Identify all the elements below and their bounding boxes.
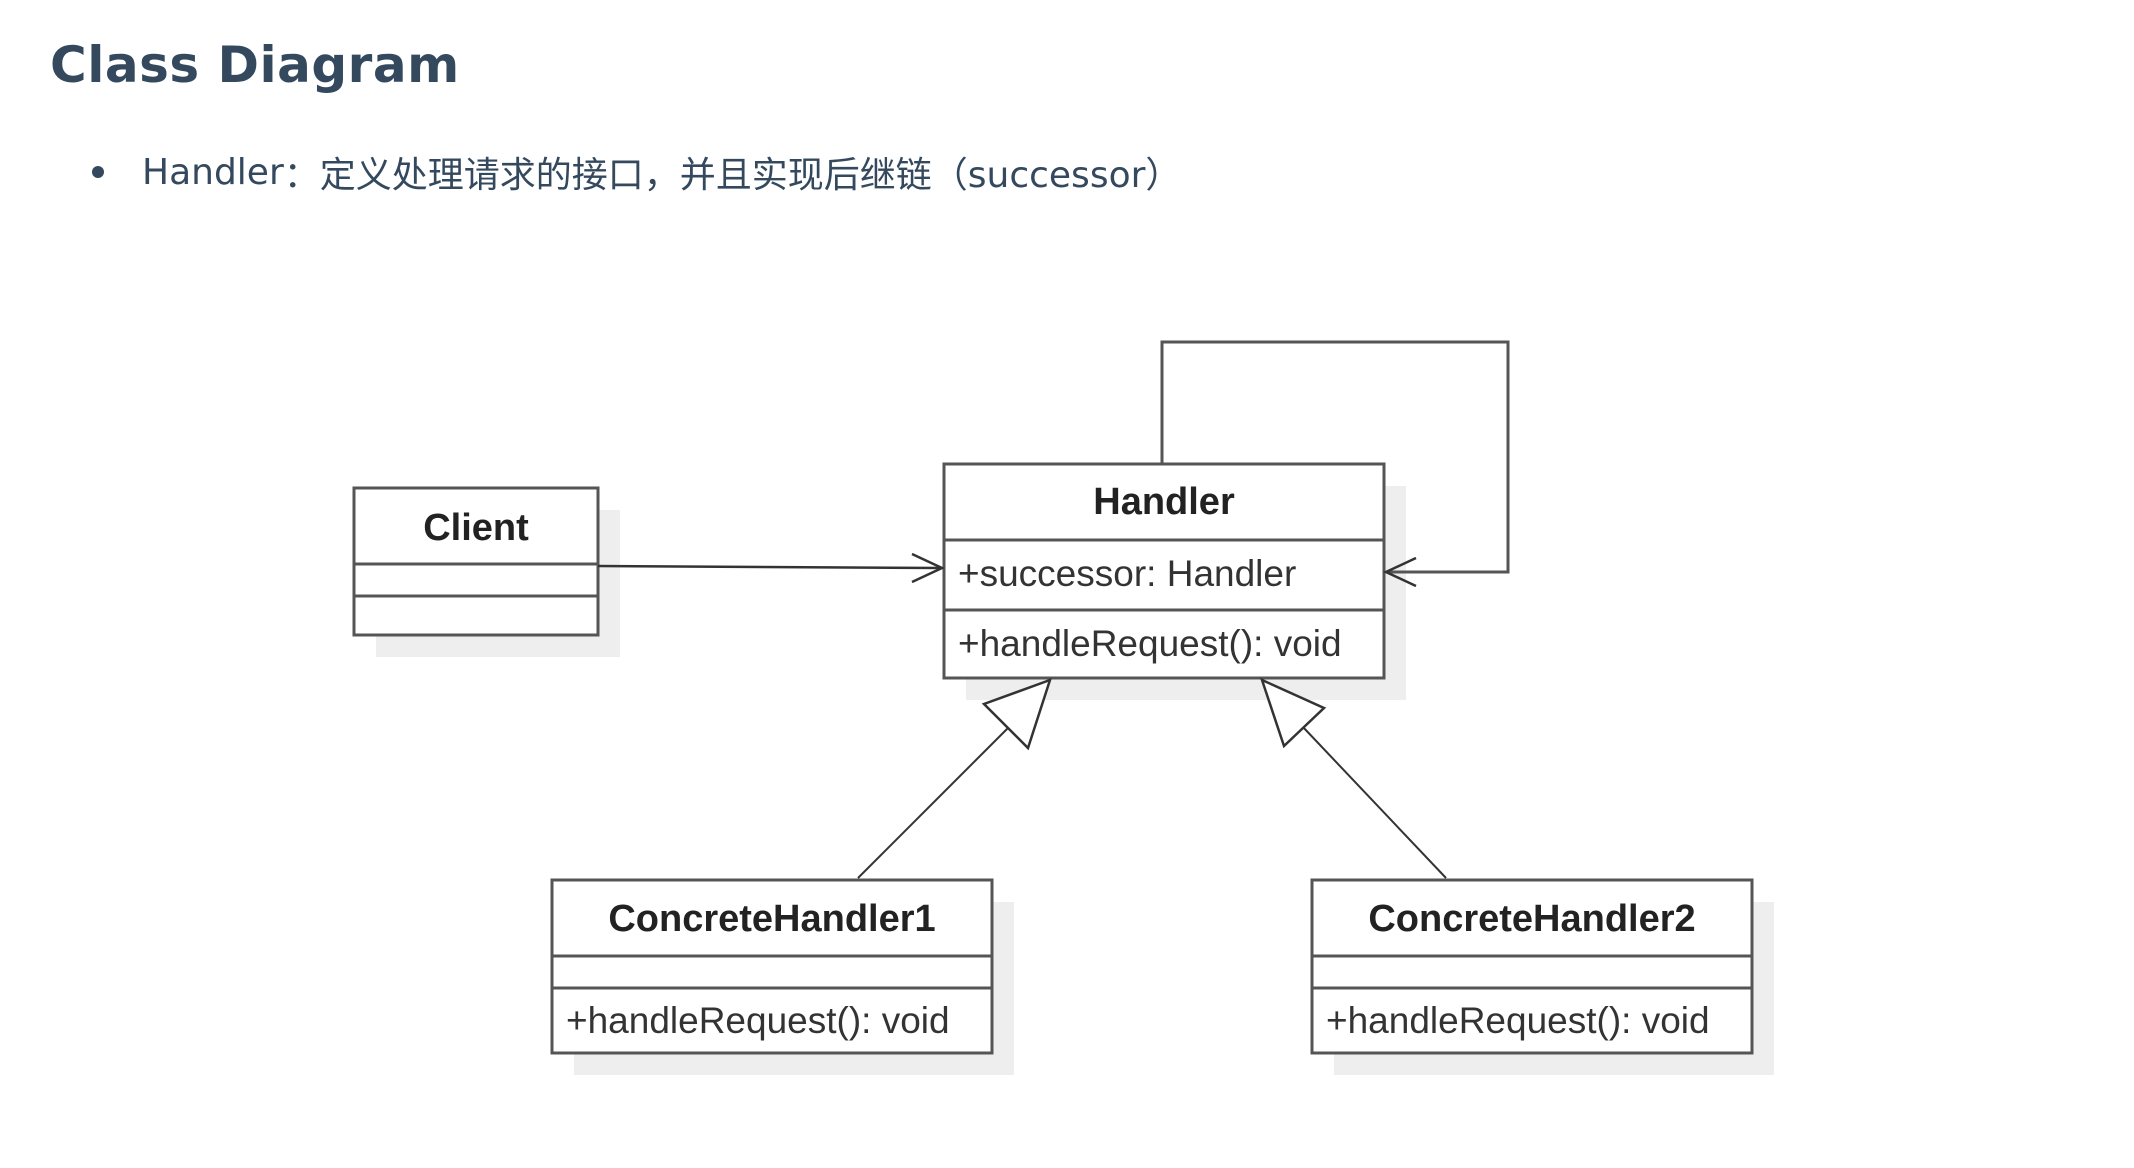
generalization-concrete-2-line	[1301, 725, 1447, 879]
generalization-concrete-2	[1259, 677, 1447, 879]
page-title: Class Diagram	[50, 36, 460, 94]
class-concrete-handler-1-name: ConcreteHandler1	[608, 898, 935, 940]
class-handler: Handler +successor: Handler +handleReque…	[942, 462, 1406, 700]
association-client-handler-line	[597, 564, 943, 570]
class-concrete-handler-2-operation: +handleRequest(): void	[1326, 1000, 1710, 1041]
class-concrete-handler-1-operation: +handleRequest(): void	[566, 1000, 950, 1041]
class-handler-attribute: +successor: Handler	[958, 553, 1296, 594]
class-concrete-handler-1: ConcreteHandler1 +handleRequest(): void	[550, 878, 1014, 1075]
class-handler-name: Handler	[1093, 481, 1235, 523]
bullet-item-handler: Handler：定义处理请求的接口，并且实现后继链（successor）	[92, 146, 1181, 198]
class-handler-operation: +handleRequest(): void	[958, 623, 1342, 664]
class-concrete-handler-2-box	[1310, 878, 1754, 1055]
self-association-successor	[1160, 340, 1510, 588]
bullet-dot	[92, 166, 104, 178]
generalization-concrete-1	[857, 677, 1052, 879]
class-client-box	[352, 486, 600, 637]
bullet-text: ：定义处理请求的接口，并且实现后继链（successor）	[283, 155, 1182, 196]
generalization-concrete-1-line	[857, 727, 1009, 879]
class-client-name: Client	[423, 507, 529, 549]
class-concrete-handler-2-name: ConcreteHandler2	[1368, 898, 1695, 940]
class-handler-box	[942, 462, 1386, 680]
class-client: Client	[352, 486, 620, 657]
generalization-concrete-2-triangle	[1259, 677, 1327, 749]
class-concrete-handler-2: ConcreteHandler2 +handleRequest(): void	[1310, 878, 1774, 1075]
bullet-list: Handler：定义处理请求的接口，并且实现后继链（successor）	[92, 146, 1181, 198]
generalization-concrete-1-triangle	[981, 677, 1052, 751]
association-client-handler	[597, 552, 945, 584]
self-association-successor-arrowhead	[1383, 556, 1417, 588]
association-client-handler-arrowhead	[911, 552, 945, 584]
class-concrete-handler-1-box	[550, 878, 994, 1055]
bullet-term: Handler	[142, 151, 284, 193]
self-association-successor-line	[1160, 340, 1510, 574]
